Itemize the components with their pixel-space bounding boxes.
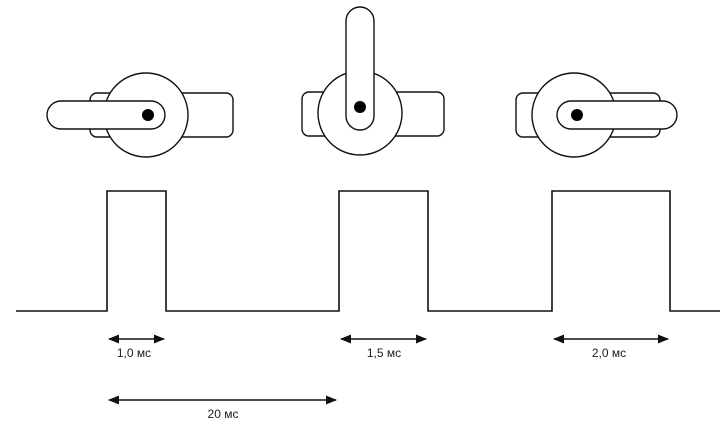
servo-shaft-dot	[142, 109, 154, 121]
period-label: 20 мс	[208, 407, 239, 421]
servo-right-position	[515, 72, 678, 158]
pulse-label-2: 1,5 мс	[367, 346, 401, 360]
servo-center-position	[301, 6, 445, 156]
servo-horn	[556, 100, 678, 130]
servo-horn	[46, 100, 166, 130]
pulse-label-1: 1,0 мс	[117, 346, 151, 360]
pulse-label-3: 2,0 мс	[592, 346, 626, 360]
pwm-waveform	[16, 190, 720, 312]
servo-horn	[345, 6, 375, 131]
servo-left-position	[46, 72, 234, 158]
servo-shaft-dot	[354, 101, 366, 113]
servo-shaft-dot	[571, 109, 583, 121]
